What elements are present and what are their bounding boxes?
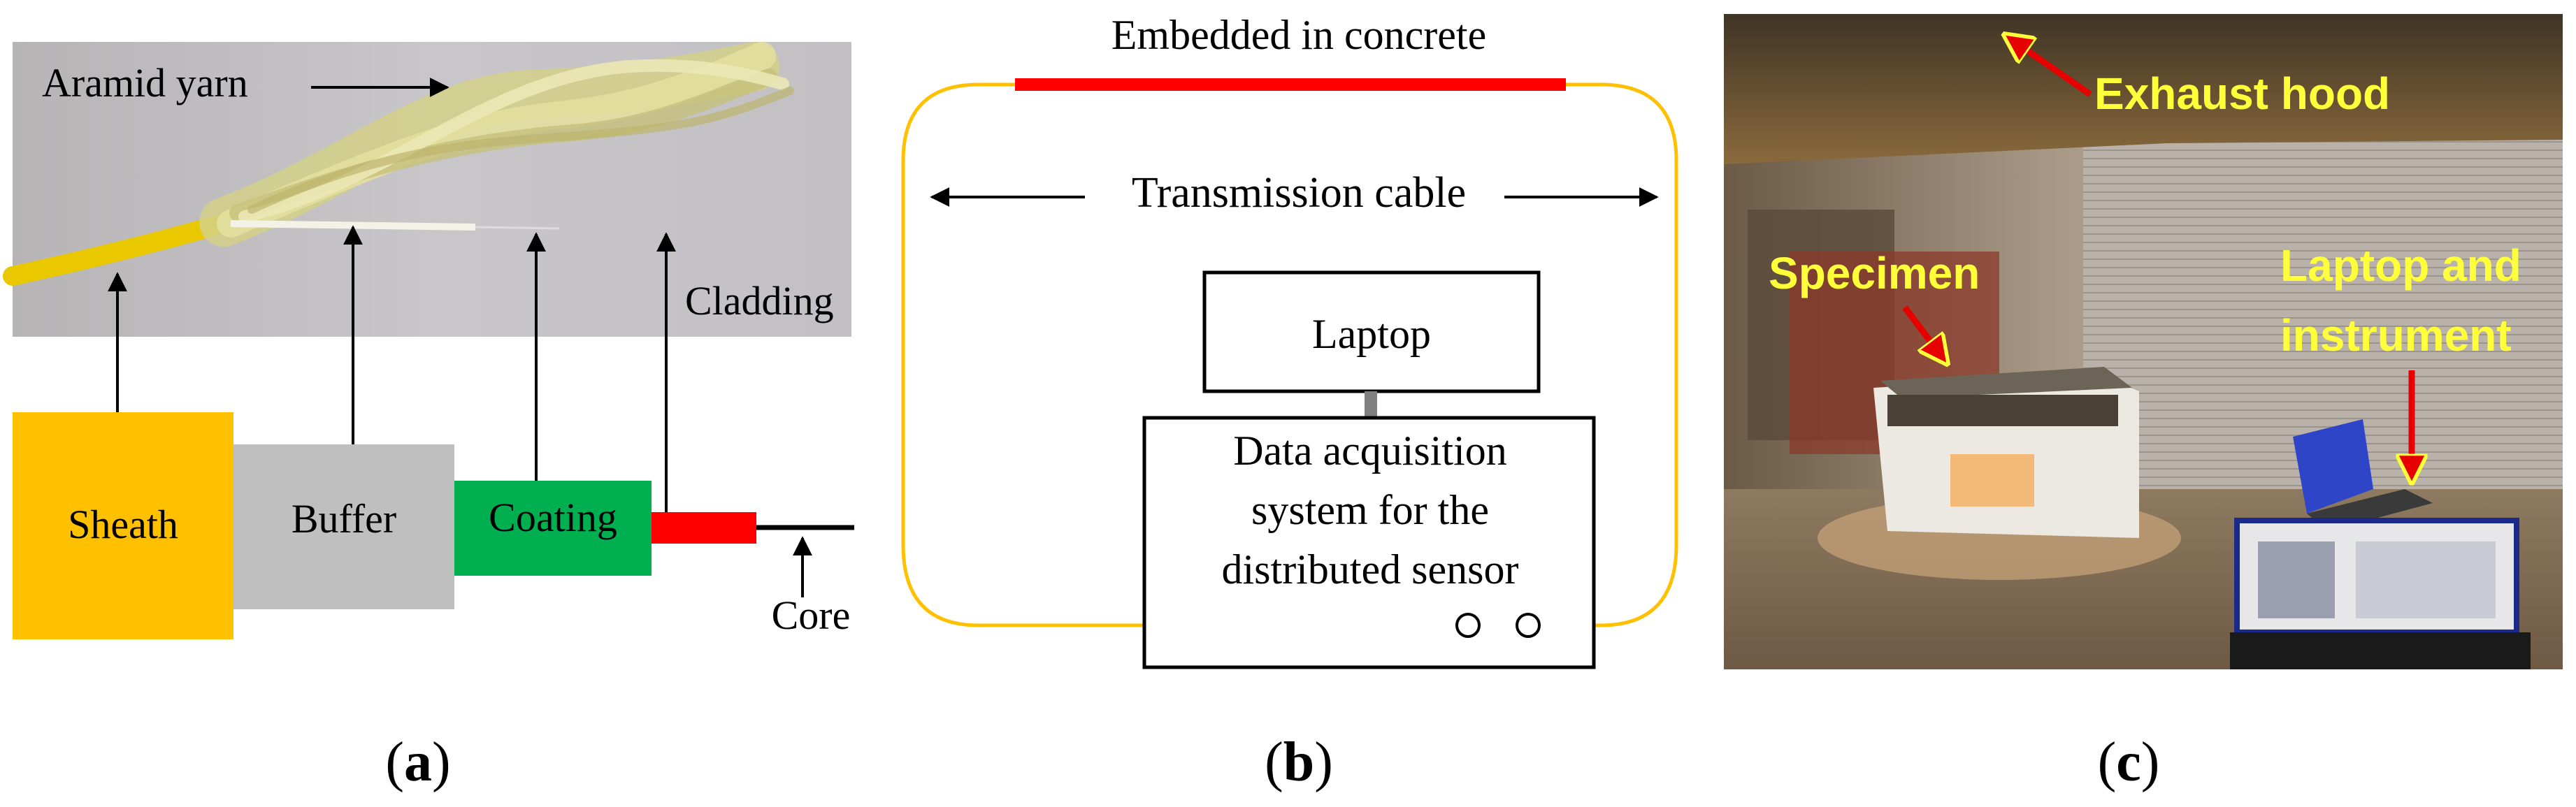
- panel-b-caption: (b): [1265, 732, 1333, 793]
- cladding-label: Cladding: [685, 278, 834, 323]
- daq-port-1: [1455, 613, 1481, 638]
- glass-fiber: [475, 226, 560, 230]
- laptop-connector: [1365, 391, 1377, 418]
- embedded-in-concrete-label: Embedded in concrete: [1111, 12, 1486, 58]
- specimen-arrow: [1902, 305, 1947, 363]
- cladding-layer: [652, 512, 756, 544]
- transmission-cable-left: [901, 82, 1455, 627]
- exhaust-hood-arrow: [2005, 35, 2092, 97]
- buffer-strand: [230, 220, 476, 231]
- sheath-layer: [13, 412, 233, 639]
- daq-label-line-1: Data acquisition: [1233, 428, 1507, 474]
- transmission-cable-right: [1538, 82, 1678, 627]
- aramid-yarn-label: Aramid yarn: [42, 60, 248, 106]
- panel-a-caption: (a): [385, 732, 450, 793]
- sheath-label: Sheath: [68, 502, 178, 547]
- transmission-cable-label: Transmission cable: [1132, 169, 1466, 217]
- laptop-box: [1202, 270, 1541, 393]
- laptop-instrument-label-line-2: instrument: [2280, 310, 2512, 361]
- coating-layer: [454, 481, 652, 576]
- aramid-yarn-strands: [199, 42, 794, 247]
- specimen-label: Specimen: [1769, 248, 1980, 298]
- panel-c-caption: (c): [2098, 732, 2160, 793]
- daq-label-line-2: system for the: [1251, 487, 1489, 533]
- buffer-layer: [233, 444, 454, 609]
- exhaust-hood-label: Exhaust hood: [2094, 68, 2390, 119]
- laptop-and-instrument: [2230, 419, 2531, 669]
- embedded-sensor-segment: [1015, 78, 1566, 91]
- core-label: Core: [772, 592, 851, 638]
- daq-label-line-3: distributed sensor: [1222, 546, 1519, 592]
- coating-label: Coating: [489, 495, 617, 540]
- specimen: [1873, 367, 2139, 538]
- panel-b: Embedded in concrete Transmission cable …: [901, 12, 1678, 793]
- laptop-label: Laptop: [1312, 311, 1431, 357]
- panel-a: Aramid yarn Cladding Sheath Buffer Coati…: [3, 42, 854, 793]
- buffer-label: Buffer: [292, 496, 396, 541]
- panel-c: Exhaust hood Specimen Laptop and instrum…: [1724, 14, 2563, 793]
- exhaust-hood: [1724, 14, 2563, 164]
- daq-port-2: [1516, 613, 1541, 638]
- laptop-instrument-label-line-1: Laptop and: [2280, 240, 2521, 291]
